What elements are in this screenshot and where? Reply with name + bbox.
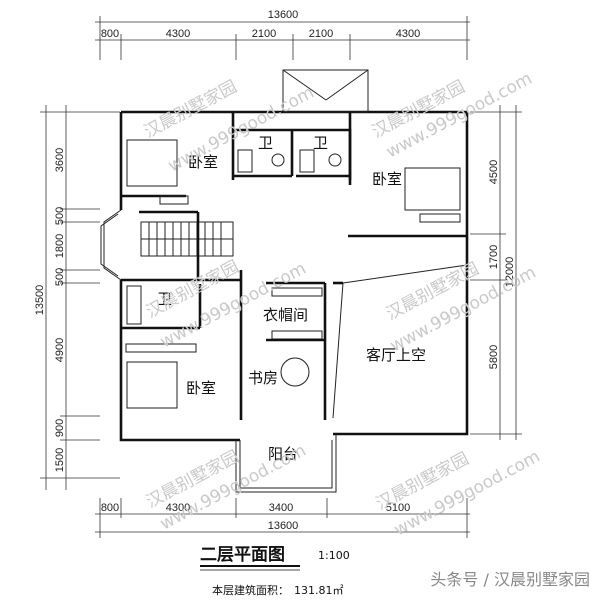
left-dim-6: 900 bbox=[54, 419, 66, 437]
right-dim-3: 5800 bbox=[488, 345, 500, 369]
top-dimensions: 13600 800 4300 2100 2100 4300 bbox=[95, 9, 470, 60]
bottom-dim-3: 3400 bbox=[269, 502, 293, 514]
right-dim-2: 1700 bbox=[488, 245, 500, 269]
room-bedroom-bottom-left: 卧室 bbox=[186, 379, 216, 397]
room-balcony: 阳台 bbox=[268, 445, 298, 463]
stair-treads bbox=[141, 222, 233, 256]
plan-title: 二层平面图 bbox=[200, 545, 285, 565]
right-total-dim: 12000 bbox=[504, 257, 516, 288]
walls bbox=[100, 69, 469, 493]
top-dim-2: 4300 bbox=[166, 28, 190, 40]
left-dim-7: 1500 bbox=[54, 448, 66, 472]
right-dim-1: 4500 bbox=[488, 160, 500, 184]
area-label: 本层建筑面积： bbox=[212, 583, 289, 597]
plan-scale: 1:100 bbox=[318, 549, 350, 562]
title-block: 二层平面图 1:100 本层建筑面积： 131.81㎡ bbox=[200, 545, 350, 597]
bottom-total-dim: 13600 bbox=[268, 520, 299, 532]
left-dim-5: 4900 bbox=[54, 338, 66, 362]
top-dim-1: 800 bbox=[101, 28, 119, 40]
room-labels: 卧室 卫 卫 卧室 卫 衣帽间 客厅上空 书房 卧室 阳台 bbox=[157, 134, 426, 463]
room-bedroom-top-right: 卧室 bbox=[372, 170, 402, 188]
room-bedroom-top-left: 卧室 bbox=[188, 153, 218, 171]
room-study: 书房 bbox=[248, 369, 278, 387]
bottom-dim-2: 4300 bbox=[166, 502, 190, 514]
room-living-void: 客厅上空 bbox=[366, 346, 426, 364]
left-total-dim: 13500 bbox=[34, 285, 46, 316]
left-dim-3: 1800 bbox=[54, 234, 66, 258]
footer-watermark: 头条号 / 汉晨别墅家园 bbox=[430, 570, 590, 589]
watermarks: 汉晨别墅家园 www.999good.com 汉晨别墅家园 www.999goo… bbox=[141, 69, 544, 541]
left-dimensions: 13500 3600 500 1800 500 4900 900 1500 bbox=[34, 105, 120, 490]
area-value: 131.81㎡ bbox=[294, 584, 344, 597]
room-wc-2: 卫 bbox=[313, 134, 328, 152]
right-dimensions: 4500 1700 5800 12000 bbox=[470, 105, 522, 440]
top-dim-5: 4300 bbox=[396, 28, 420, 40]
top-total-dim: 13600 bbox=[268, 9, 299, 21]
left-dim-4: 500 bbox=[54, 268, 66, 286]
room-wc-1: 卫 bbox=[258, 134, 273, 152]
top-dim-4: 2100 bbox=[309, 28, 333, 40]
left-dim-2: 500 bbox=[54, 207, 66, 225]
room-wc-3: 卫 bbox=[157, 290, 172, 308]
bottom-dim-1: 800 bbox=[101, 502, 119, 514]
room-cloakroom: 衣帽间 bbox=[263, 306, 308, 324]
bottom-dimensions: 800 4300 3400 5100 13600 bbox=[95, 498, 470, 538]
bottom-dim-4: 5100 bbox=[386, 502, 410, 514]
left-dim-1: 3600 bbox=[54, 148, 66, 172]
top-dim-3: 2100 bbox=[252, 28, 276, 40]
